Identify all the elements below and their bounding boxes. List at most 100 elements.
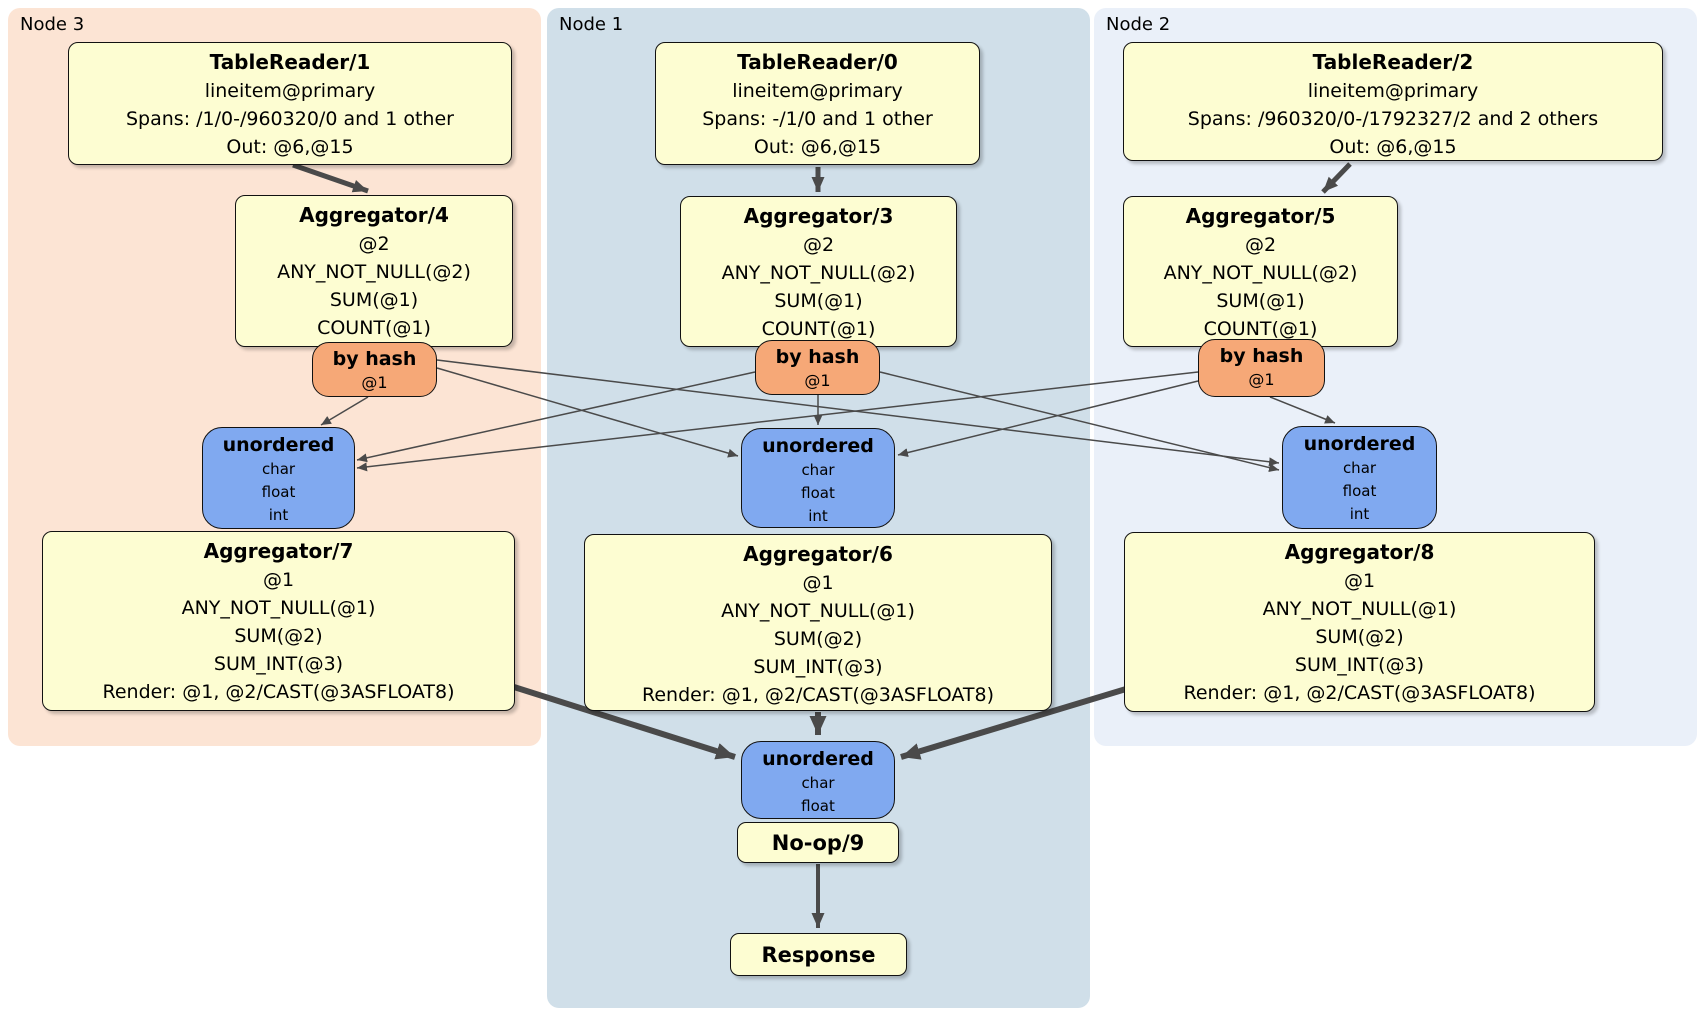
processor-line: ANY_NOT_NULL(@2) bbox=[721, 262, 916, 284]
edge-agg8-finalsync bbox=[900, 686, 1127, 760]
processor-line: @1 bbox=[802, 572, 834, 594]
processor-line: Render: @1, @2/CAST(@3ASFLOAT8) bbox=[1183, 682, 1536, 704]
processor-line: Render: @1, @2/CAST(@3ASFLOAT8) bbox=[102, 681, 455, 703]
sync-line: float bbox=[261, 483, 296, 501]
processor-line: Spans: /960320/0-/1792327/2 and 2 others bbox=[1187, 108, 1599, 130]
sync-line: int bbox=[268, 506, 289, 524]
router-by-hash-node2: by hash @1 bbox=[1198, 339, 1325, 397]
processor-line: Out: @6,@15 bbox=[1329, 136, 1457, 158]
processor-title: Aggregator/8 bbox=[1284, 540, 1435, 564]
processor-line: Spans: /1/0-/960320/0 and 1 other bbox=[126, 108, 454, 130]
sync-unordered-node3: unordered char float int bbox=[202, 427, 355, 529]
sync-line: int bbox=[1349, 505, 1370, 523]
processor-noop-9: No-op/9 bbox=[737, 822, 899, 863]
processor-line: ANY_NOT_NULL(@1) bbox=[181, 597, 376, 619]
processor-aggregator-6: Aggregator/6 @1 ANY_NOT_NULL(@1) SUM(@2)… bbox=[584, 534, 1052, 711]
edge-tr2-agg5 bbox=[1321, 162, 1352, 194]
region-label: Node 1 bbox=[559, 14, 624, 35]
processor-line: SUM_INT(@3) bbox=[753, 656, 883, 678]
processor-title: Aggregator/4 bbox=[299, 203, 449, 227]
processor-response: Response bbox=[730, 933, 907, 976]
processor-line: SUM(@1) bbox=[774, 290, 863, 312]
processor-title: TableReader/2 bbox=[1312, 50, 1474, 74]
processor-line: ANY_NOT_NULL(@2) bbox=[277, 261, 471, 283]
sync-unordered-node2: unordered char float int bbox=[1282, 426, 1437, 529]
processor-line: lineitem@primary bbox=[1307, 80, 1479, 102]
sync-line: char bbox=[1342, 459, 1377, 477]
processor-title: TableReader/1 bbox=[209, 50, 371, 74]
processor-line: Out: @6,@15 bbox=[753, 136, 882, 158]
region-label: Node 3 bbox=[20, 14, 85, 35]
sync-title: unordered bbox=[222, 434, 335, 456]
processor-title: Response bbox=[761, 942, 876, 967]
processor-line: SUM(@1) bbox=[1216, 290, 1305, 312]
processor-title: Aggregator/7 bbox=[203, 539, 354, 563]
processor-line: SUM(@2) bbox=[773, 628, 863, 650]
edge-hash3-sync8 bbox=[879, 371, 1280, 472]
edge-hash5-sync6 bbox=[897, 380, 1199, 457]
sync-line: float bbox=[801, 484, 835, 502]
router-by-hash-node3: by hash @1 bbox=[312, 342, 437, 397]
edge-hash5-sync7 bbox=[356, 371, 1199, 472]
processor-line: ANY_NOT_NULL(@2) bbox=[1163, 262, 1358, 284]
processor-line: @2 bbox=[802, 234, 835, 256]
sync-title: unordered bbox=[1303, 433, 1416, 455]
processor-title: Aggregator/6 bbox=[743, 542, 893, 566]
sync-line: int bbox=[808, 507, 828, 525]
sync-unordered-node1: unordered char float int bbox=[741, 428, 895, 528]
processor-line: Spans: -/1/0 and 1 other bbox=[702, 108, 933, 130]
processor-line: SUM(@2) bbox=[234, 625, 323, 647]
edge-hash5-sync8 bbox=[1269, 396, 1336, 424]
processor-line: Out: @6,@15 bbox=[226, 136, 354, 158]
processor-line: COUNT(@1) bbox=[761, 318, 876, 340]
router-line: @1 bbox=[804, 371, 831, 390]
router-by-hash-node1: by hash @1 bbox=[755, 340, 880, 395]
processor-line: @1 bbox=[262, 569, 295, 591]
processor-aggregator-7: Aggregator/7 @1 ANY_NOT_NULL(@1) SUM(@2)… bbox=[42, 531, 515, 711]
processor-title: Aggregator/3 bbox=[743, 204, 894, 228]
edge-agg7-finalsync bbox=[513, 684, 736, 760]
router-title: by hash bbox=[1219, 345, 1304, 367]
processor-line: SUM_INT(@3) bbox=[1294, 654, 1425, 676]
processor-aggregator-3: Aggregator/3 @2 ANY_NOT_NULL(@2) SUM(@1)… bbox=[680, 196, 957, 347]
sync-title: unordered bbox=[762, 435, 874, 457]
processor-line: lineitem@primary bbox=[732, 80, 903, 102]
processor-line: COUNT(@1) bbox=[317, 317, 431, 339]
processor-line: ANY_NOT_NULL(@1) bbox=[1262, 598, 1457, 620]
sync-line: float bbox=[1342, 482, 1377, 500]
processor-line: lineitem@primary bbox=[204, 80, 376, 102]
edge-hash4-sync6 bbox=[436, 367, 739, 458]
processor-aggregator-5: Aggregator/5 @2 ANY_NOT_NULL(@2) SUM(@1)… bbox=[1123, 196, 1398, 347]
processor-title: Aggregator/5 bbox=[1185, 204, 1336, 228]
sync-title: unordered bbox=[762, 748, 874, 770]
sync-line: char bbox=[261, 460, 296, 478]
sync-line: char bbox=[801, 774, 835, 792]
processor-aggregator-8: Aggregator/8 @1 ANY_NOT_NULL(@1) SUM(@2)… bbox=[1124, 532, 1595, 712]
processor-aggregator-4: Aggregator/4 @2 ANY_NOT_NULL(@2) SUM(@1)… bbox=[235, 195, 513, 347]
processor-line: SUM(@1) bbox=[329, 289, 419, 311]
router-title: by hash bbox=[332, 348, 417, 370]
router-line: @1 bbox=[1248, 370, 1275, 389]
processor-line: Render: @1, @2/CAST(@3ASFLOAT8) bbox=[642, 684, 994, 706]
router-line: @1 bbox=[361, 373, 388, 392]
processor-line: @2 bbox=[358, 233, 390, 255]
processor-line: ANY_NOT_NULL(@1) bbox=[721, 600, 915, 622]
processor-tablereader-0: TableReader/0 lineitem@primary Spans: -/… bbox=[655, 42, 980, 165]
processor-title: No-op/9 bbox=[771, 830, 865, 855]
processor-line: @2 bbox=[1244, 234, 1277, 256]
processor-line: SUM(@2) bbox=[1315, 626, 1404, 648]
processor-tablereader-2: TableReader/2 lineitem@primary Spans: /9… bbox=[1123, 42, 1663, 161]
sync-line: float bbox=[801, 797, 835, 815]
processor-line: @1 bbox=[1343, 570, 1376, 592]
edge-tr1-agg4 bbox=[292, 162, 369, 194]
processor-line: SUM_INT(@3) bbox=[213, 653, 344, 675]
edge-hash4-sync7 bbox=[320, 396, 369, 426]
processor-title: TableReader/0 bbox=[737, 50, 898, 74]
region-label: Node 2 bbox=[1106, 14, 1171, 35]
router-title: by hash bbox=[775, 346, 860, 368]
processor-tablereader-1: TableReader/1 lineitem@primary Spans: /1… bbox=[68, 42, 512, 165]
sync-unordered-final: unordered char float bbox=[741, 741, 895, 819]
edge-hash3-sync7 bbox=[356, 371, 756, 463]
